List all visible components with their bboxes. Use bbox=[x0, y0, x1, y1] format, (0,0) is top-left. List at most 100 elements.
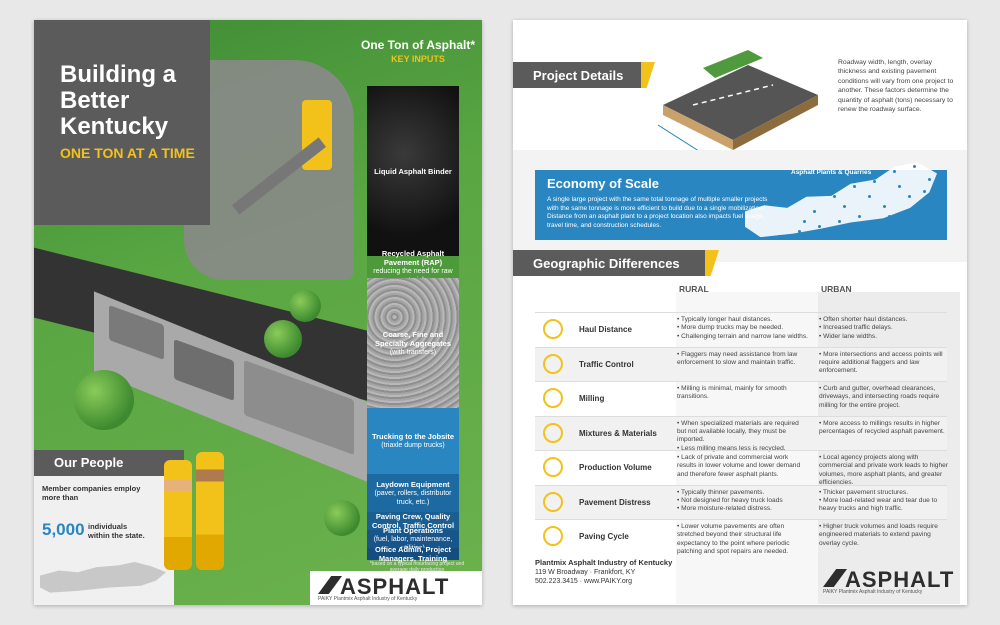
footer-org: Plantmix Asphalt Industry of Kentucky bbox=[535, 558, 673, 567]
logo-text: ASPHALT bbox=[340, 574, 450, 599]
plant-dot bbox=[908, 195, 911, 198]
tree-icon bbox=[324, 500, 360, 536]
rural-cell: • Typically longer haul distances.• More… bbox=[677, 316, 808, 340]
input-column-office: Office Admin, Project Managers, Training bbox=[367, 545, 459, 563]
column-footnote: *based on a typical resurfacing project … bbox=[369, 561, 465, 573]
rural-cell: • Typically thinner pavements.• Not desi… bbox=[677, 488, 783, 513]
our-people-panel: Member companies employ more than 5,000 … bbox=[34, 476, 174, 605]
logo-text: ASPHALT bbox=[845, 567, 955, 592]
economy-text: A single large project with the same tot… bbox=[547, 196, 768, 229]
table-row: Mixtures & Materials • When specialized m… bbox=[535, 415, 947, 452]
left-page: Building a Better Kentucky ONE TON AT A … bbox=[34, 20, 482, 605]
input-note: (triaxle dump trucks) bbox=[381, 442, 445, 449]
footer-address: 119 W Broadway · Frankfort, KY bbox=[535, 569, 636, 576]
plant-dot bbox=[898, 185, 901, 188]
map-label: Asphalt Plants & Quarries bbox=[791, 169, 872, 176]
plant-dot bbox=[868, 195, 871, 198]
row-label: Traffic Control bbox=[579, 359, 634, 369]
gears-icon bbox=[543, 422, 563, 443]
rural-cell: • When specialized materials are require… bbox=[677, 419, 799, 452]
quarry-pit bbox=[184, 60, 354, 280]
factory-icon bbox=[543, 457, 563, 477]
input-column-crew: Paving Crew, Quality Control, Traffic Co… bbox=[367, 512, 459, 530]
input-column-trucking: Trucking to the Jobsite(triaxle dump tru… bbox=[367, 408, 459, 474]
input-column-laydown: Laydown Equipment(paver, rollers, distri… bbox=[367, 474, 459, 512]
plant-dot bbox=[778, 235, 781, 238]
rural-header: RURAL bbox=[679, 284, 709, 294]
input-note: (with transfers) bbox=[389, 348, 437, 356]
rural-cell: • Flaggers may need assistance from law … bbox=[677, 350, 798, 366]
plant-dot bbox=[813, 210, 816, 213]
row-label: Mixtures & Materials bbox=[579, 428, 657, 438]
table-row: Paving Cycle• Lower volume pavements are… bbox=[535, 519, 947, 556]
asphalt-logo: ASPHALT PAIKY Plantmix Asphalt Industry … bbox=[310, 571, 482, 605]
asphalt-logo: ASPHALT PAIKY Plantmix Asphalt Industry … bbox=[815, 564, 965, 604]
tree-icon bbox=[289, 290, 321, 322]
row-label: Haul Distance bbox=[579, 325, 632, 334]
plant-dot bbox=[818, 225, 821, 228]
input-label: Recycled Asphalt Pavement (RAP) bbox=[381, 249, 445, 267]
page-subtitle: ONE TON AT A TIME bbox=[60, 145, 195, 161]
economy-title: Economy of Scale bbox=[547, 176, 659, 191]
key-inputs-label: KEY INPUTS bbox=[391, 54, 445, 64]
table-row: Haul Distance • Typically longer haul dis… bbox=[535, 312, 947, 347]
footer-contact: Plantmix Asphalt Industry of Kentucky 11… bbox=[535, 558, 672, 586]
urban-cell: • Often shorter haul distances.• Increas… bbox=[819, 316, 908, 340]
logo-subtext: PAIKY Plantmix Asphalt Industry of Kentu… bbox=[823, 589, 923, 595]
urban-cell: • Higher truck volumes and loads require… bbox=[819, 523, 938, 547]
plant-dot bbox=[928, 178, 931, 181]
plant-dot bbox=[913, 165, 916, 168]
project-details-title: Project Details bbox=[533, 68, 624, 83]
worker-icon bbox=[196, 452, 224, 570]
input-label: Office Admin, Project Managers, Training bbox=[375, 545, 451, 563]
right-page: Project Details Roadway width, length, o… bbox=[513, 20, 967, 605]
input-column-aggregates: Coarse, Fine and Specialty Aggregates(wi… bbox=[367, 278, 459, 408]
input-label: Laydown Equipment bbox=[376, 479, 450, 489]
one-ton-heading: One Ton of Asphalt* KEY INPUTS bbox=[354, 38, 482, 66]
our-people-title: Our People bbox=[54, 455, 124, 470]
page-title: Building a Better Kentucky bbox=[60, 61, 176, 140]
row-label: Pavement Distress bbox=[579, 497, 651, 507]
logo-mark-icon bbox=[318, 576, 342, 594]
kentucky-map-icon bbox=[40, 562, 166, 593]
urban-cell: • Local agency projects along with comme… bbox=[819, 454, 949, 487]
rural-cell: • Lower volume pavements are often stret… bbox=[677, 523, 790, 556]
one-ton-title: One Ton of Asphalt* bbox=[361, 38, 475, 52]
table-row: Traffic Control • Flaggers may need assis… bbox=[535, 346, 947, 381]
tree-icon bbox=[74, 370, 134, 430]
table-row: Pavement Distress • Typically thinner pav… bbox=[535, 484, 947, 519]
plant-dot bbox=[833, 195, 836, 198]
row-label: Production Volume bbox=[579, 463, 652, 472]
input-note: (paver, rollers, distributor truck, etc.… bbox=[374, 489, 452, 506]
input-label: Plant Operations bbox=[382, 525, 443, 535]
economy-of-scale-section: Economy of Scale A single large project … bbox=[513, 150, 967, 262]
project-details-text: Roadway width, length, overlay thickness… bbox=[838, 59, 954, 114]
rural-cell: • Milling is minimal, mainly for smooth … bbox=[677, 385, 787, 401]
table-row: Production Volume • Lack of private and c… bbox=[535, 450, 948, 486]
logo-mark-icon bbox=[823, 569, 847, 587]
our-people-banner: Our People bbox=[34, 450, 184, 476]
input-label: Paving Crew, Quality Control, Traffic Co… bbox=[371, 512, 455, 530]
plant-dot bbox=[893, 170, 896, 173]
row-label: Milling bbox=[579, 394, 605, 403]
project-details-banner: Project Details bbox=[513, 62, 641, 88]
plant-dot bbox=[838, 220, 841, 223]
urban-header: URBAN bbox=[821, 284, 852, 294]
plant-dot bbox=[798, 230, 801, 233]
plant-dot bbox=[923, 190, 926, 193]
urban-cell: • Curb and gutter, overhead clearances, … bbox=[819, 385, 940, 409]
plant-dot bbox=[843, 205, 846, 208]
input-column-binder: Liquid Asphalt Binder bbox=[367, 86, 459, 256]
milling-drum-icon bbox=[543, 388, 563, 408]
urban-cell: • More access to millings results in hig… bbox=[819, 419, 945, 435]
urban-cell: • Thicker pavement structures.• More loa… bbox=[819, 488, 938, 513]
people-suffix: individuals within the state. bbox=[88, 522, 145, 540]
hourglass-icon bbox=[543, 526, 563, 546]
plant-dot bbox=[853, 185, 856, 188]
input-column-rap: Recycled Asphalt Pavement (RAP)reducing … bbox=[367, 249, 459, 284]
rural-cell: • Lack of private and commercial work re… bbox=[677, 454, 801, 478]
cracks-icon bbox=[543, 491, 563, 512]
people-number: 5,000 bbox=[42, 520, 85, 539]
plant-dot bbox=[888, 215, 891, 218]
table-row: Milling • Milling is minimal, mainly for … bbox=[535, 381, 947, 416]
